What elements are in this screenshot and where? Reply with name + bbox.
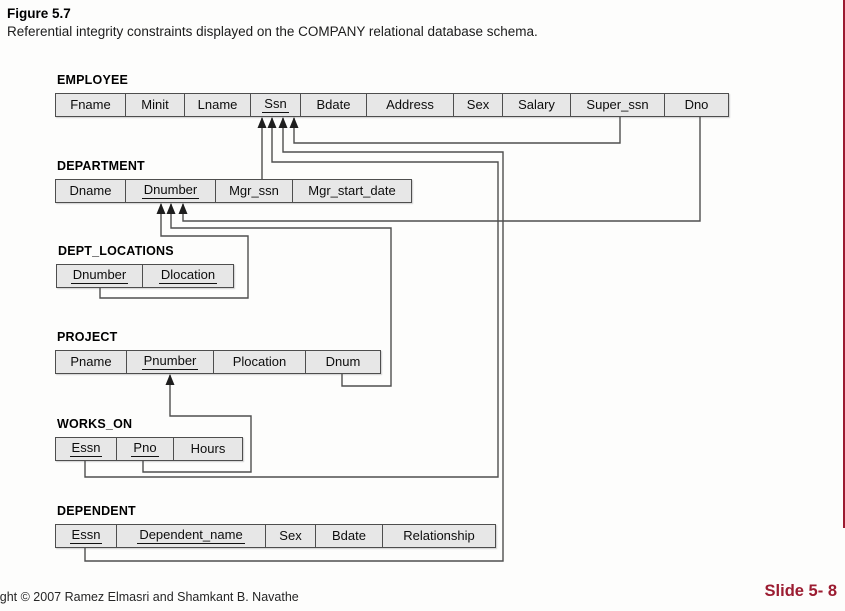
table-row: Dnumber Dlocation xyxy=(56,264,234,288)
table-name: PROJECT xyxy=(57,330,118,344)
attribute-label: Address xyxy=(386,97,434,112)
table-name: WORKS_ON xyxy=(57,417,133,431)
fk-arrow-department-mgr-ssn-to-employee-ssn xyxy=(257,117,267,179)
key-attribute-label: Ssn xyxy=(262,96,289,113)
table-department: DEPARTMENT Dname Dnumber Mgr_ssn Mgr_start_d… xyxy=(55,159,412,203)
arrowhead-icon xyxy=(289,117,299,128)
attribute-label: Dno xyxy=(684,97,709,112)
key-attribute-label: Essn xyxy=(69,527,103,544)
figure-caption: Referential integrity constraints displa… xyxy=(7,24,538,39)
arrowhead-icon xyxy=(165,374,175,385)
table-row: Pname Pnumber Plocation Dnum xyxy=(55,350,381,374)
attribute-cell-dnumber: Dnumber xyxy=(57,265,143,287)
attribute-cell-mgr_ssn: Mgr_ssn xyxy=(216,180,293,202)
attribute-cell-dnumber: Dnumber xyxy=(126,180,216,202)
slide-edge-accent-bar xyxy=(843,0,845,528)
table-works_on: WORKS_ON Essn Pno Hours xyxy=(55,417,243,461)
attribute-label: Fname xyxy=(70,97,111,112)
attribute-label: Sex xyxy=(279,528,302,543)
fk-arrow-works-on-essn-to-employee-ssn xyxy=(84,117,499,478)
key-attribute-label: Essn xyxy=(69,440,103,457)
attribute-label: Mgr_ssn xyxy=(229,183,279,198)
attribute-cell-mgr_start_date: Mgr_start_date xyxy=(293,180,411,202)
attribute-cell-essn: Essn xyxy=(56,438,117,460)
table-row: Essn Pno Hours xyxy=(55,437,243,461)
attribute-cell-sex: Sex xyxy=(454,94,503,116)
attribute-cell-lname: Lname xyxy=(185,94,251,116)
attribute-cell-relationship: Relationship xyxy=(383,525,495,547)
arrowhead-icon xyxy=(166,203,176,214)
arrowhead-icon xyxy=(156,203,166,214)
attribute-cell-dno: Dno xyxy=(665,94,728,116)
fk-arrow-employee-super-ssn-to-employee-ssn xyxy=(289,117,621,144)
arrowhead-icon xyxy=(178,203,188,214)
attribute-cell-dlocation: Dlocation xyxy=(143,265,233,287)
attribute-label: Dname xyxy=(69,183,112,198)
attribute-cell-pno: Pno xyxy=(117,438,174,460)
attribute-cell-dname: Dname xyxy=(56,180,126,202)
arrowhead-icon xyxy=(278,117,288,128)
table-row: Dname Dnumber Mgr_ssn Mgr_start_date xyxy=(55,179,412,203)
table-name: DEPARTMENT xyxy=(57,159,145,173)
attribute-label: Salary xyxy=(518,97,555,112)
key-attribute-label: Dnumber xyxy=(141,182,200,199)
attribute-cell-pnumber: Pnumber xyxy=(127,351,214,373)
attribute-label: Dnum xyxy=(325,354,361,369)
attribute-label: Bdate xyxy=(316,97,351,112)
table-dependent: DEPENDENT Essn Dependent_name Sex Bdate Relat… xyxy=(55,504,496,548)
table-project: PROJECT Pname Pnumber Plocation Dnum xyxy=(55,330,381,374)
table-name: DEPT_LOCATIONS xyxy=(58,244,174,258)
attribute-cell-salary: Salary xyxy=(503,94,571,116)
slide-number: Slide 5- 8 xyxy=(764,582,837,600)
attribute-cell-sex: Sex xyxy=(266,525,316,547)
key-attribute-label: Dnumber xyxy=(70,267,129,284)
attribute-cell-pname: Pname xyxy=(56,351,127,373)
table-row: Essn Dependent_name Sex Bdate Relationship xyxy=(55,524,496,548)
attribute-label: Mgr_start_date xyxy=(308,183,396,198)
attribute-label: Plocation xyxy=(232,354,287,369)
table-dept_locations: DEPT_LOCATIONS Dnumber Dlocation xyxy=(56,244,234,288)
attribute-cell-fname: Fname xyxy=(56,94,126,116)
figure-label: Figure 5.7 xyxy=(7,6,71,21)
table-employee: EMPLOYEE Fname Minit Lname Ssn Bdate Address Se… xyxy=(55,73,729,117)
attribute-label: Pname xyxy=(70,354,112,369)
table-name: DEPENDENT xyxy=(57,504,136,518)
attribute-cell-plocation: Plocation xyxy=(214,351,306,373)
attribute-cell-minit: Minit xyxy=(126,94,185,116)
attribute-cell-hours: Hours xyxy=(174,438,242,460)
attribute-cell-essn: Essn xyxy=(56,525,117,547)
arrowhead-icon xyxy=(257,117,267,128)
fk-arrow-employee-dno-to-department-dnumber xyxy=(178,117,701,222)
attribute-cell-dnum: Dnum xyxy=(306,351,380,373)
arrowhead-icon xyxy=(267,117,277,128)
attribute-cell-dependent_name: Dependent_name xyxy=(117,525,266,547)
attribute-label: Hours xyxy=(190,441,226,456)
copyright-text: ight © 2007 Ramez Elmasri and Shamkant B… xyxy=(0,590,299,604)
attribute-cell-address: Address xyxy=(367,94,454,116)
key-attribute-label: Dlocation xyxy=(158,267,218,284)
attribute-cell-bdate: Bdate xyxy=(301,94,367,116)
attribute-label: Relationship xyxy=(403,528,475,543)
attribute-cell-bdate: Bdate xyxy=(316,525,383,547)
attribute-label: Super_ssn xyxy=(586,97,649,112)
attribute-label: Bdate xyxy=(332,528,366,543)
attribute-cell-ssn: Ssn xyxy=(251,94,301,116)
attribute-cell-super_ssn: Super_ssn xyxy=(571,94,665,116)
attribute-label: Sex xyxy=(466,97,490,112)
attribute-label: Minit xyxy=(141,97,169,112)
key-attribute-label: Pnumber xyxy=(141,353,199,370)
table-row: Fname Minit Lname Ssn Bdate Address Sex Salary S… xyxy=(55,93,729,117)
attribute-label: Lname xyxy=(197,97,238,112)
key-attribute-label: Pno xyxy=(131,440,159,457)
table-name: EMPLOYEE xyxy=(57,73,129,87)
key-attribute-label: Dependent_name xyxy=(137,527,245,544)
